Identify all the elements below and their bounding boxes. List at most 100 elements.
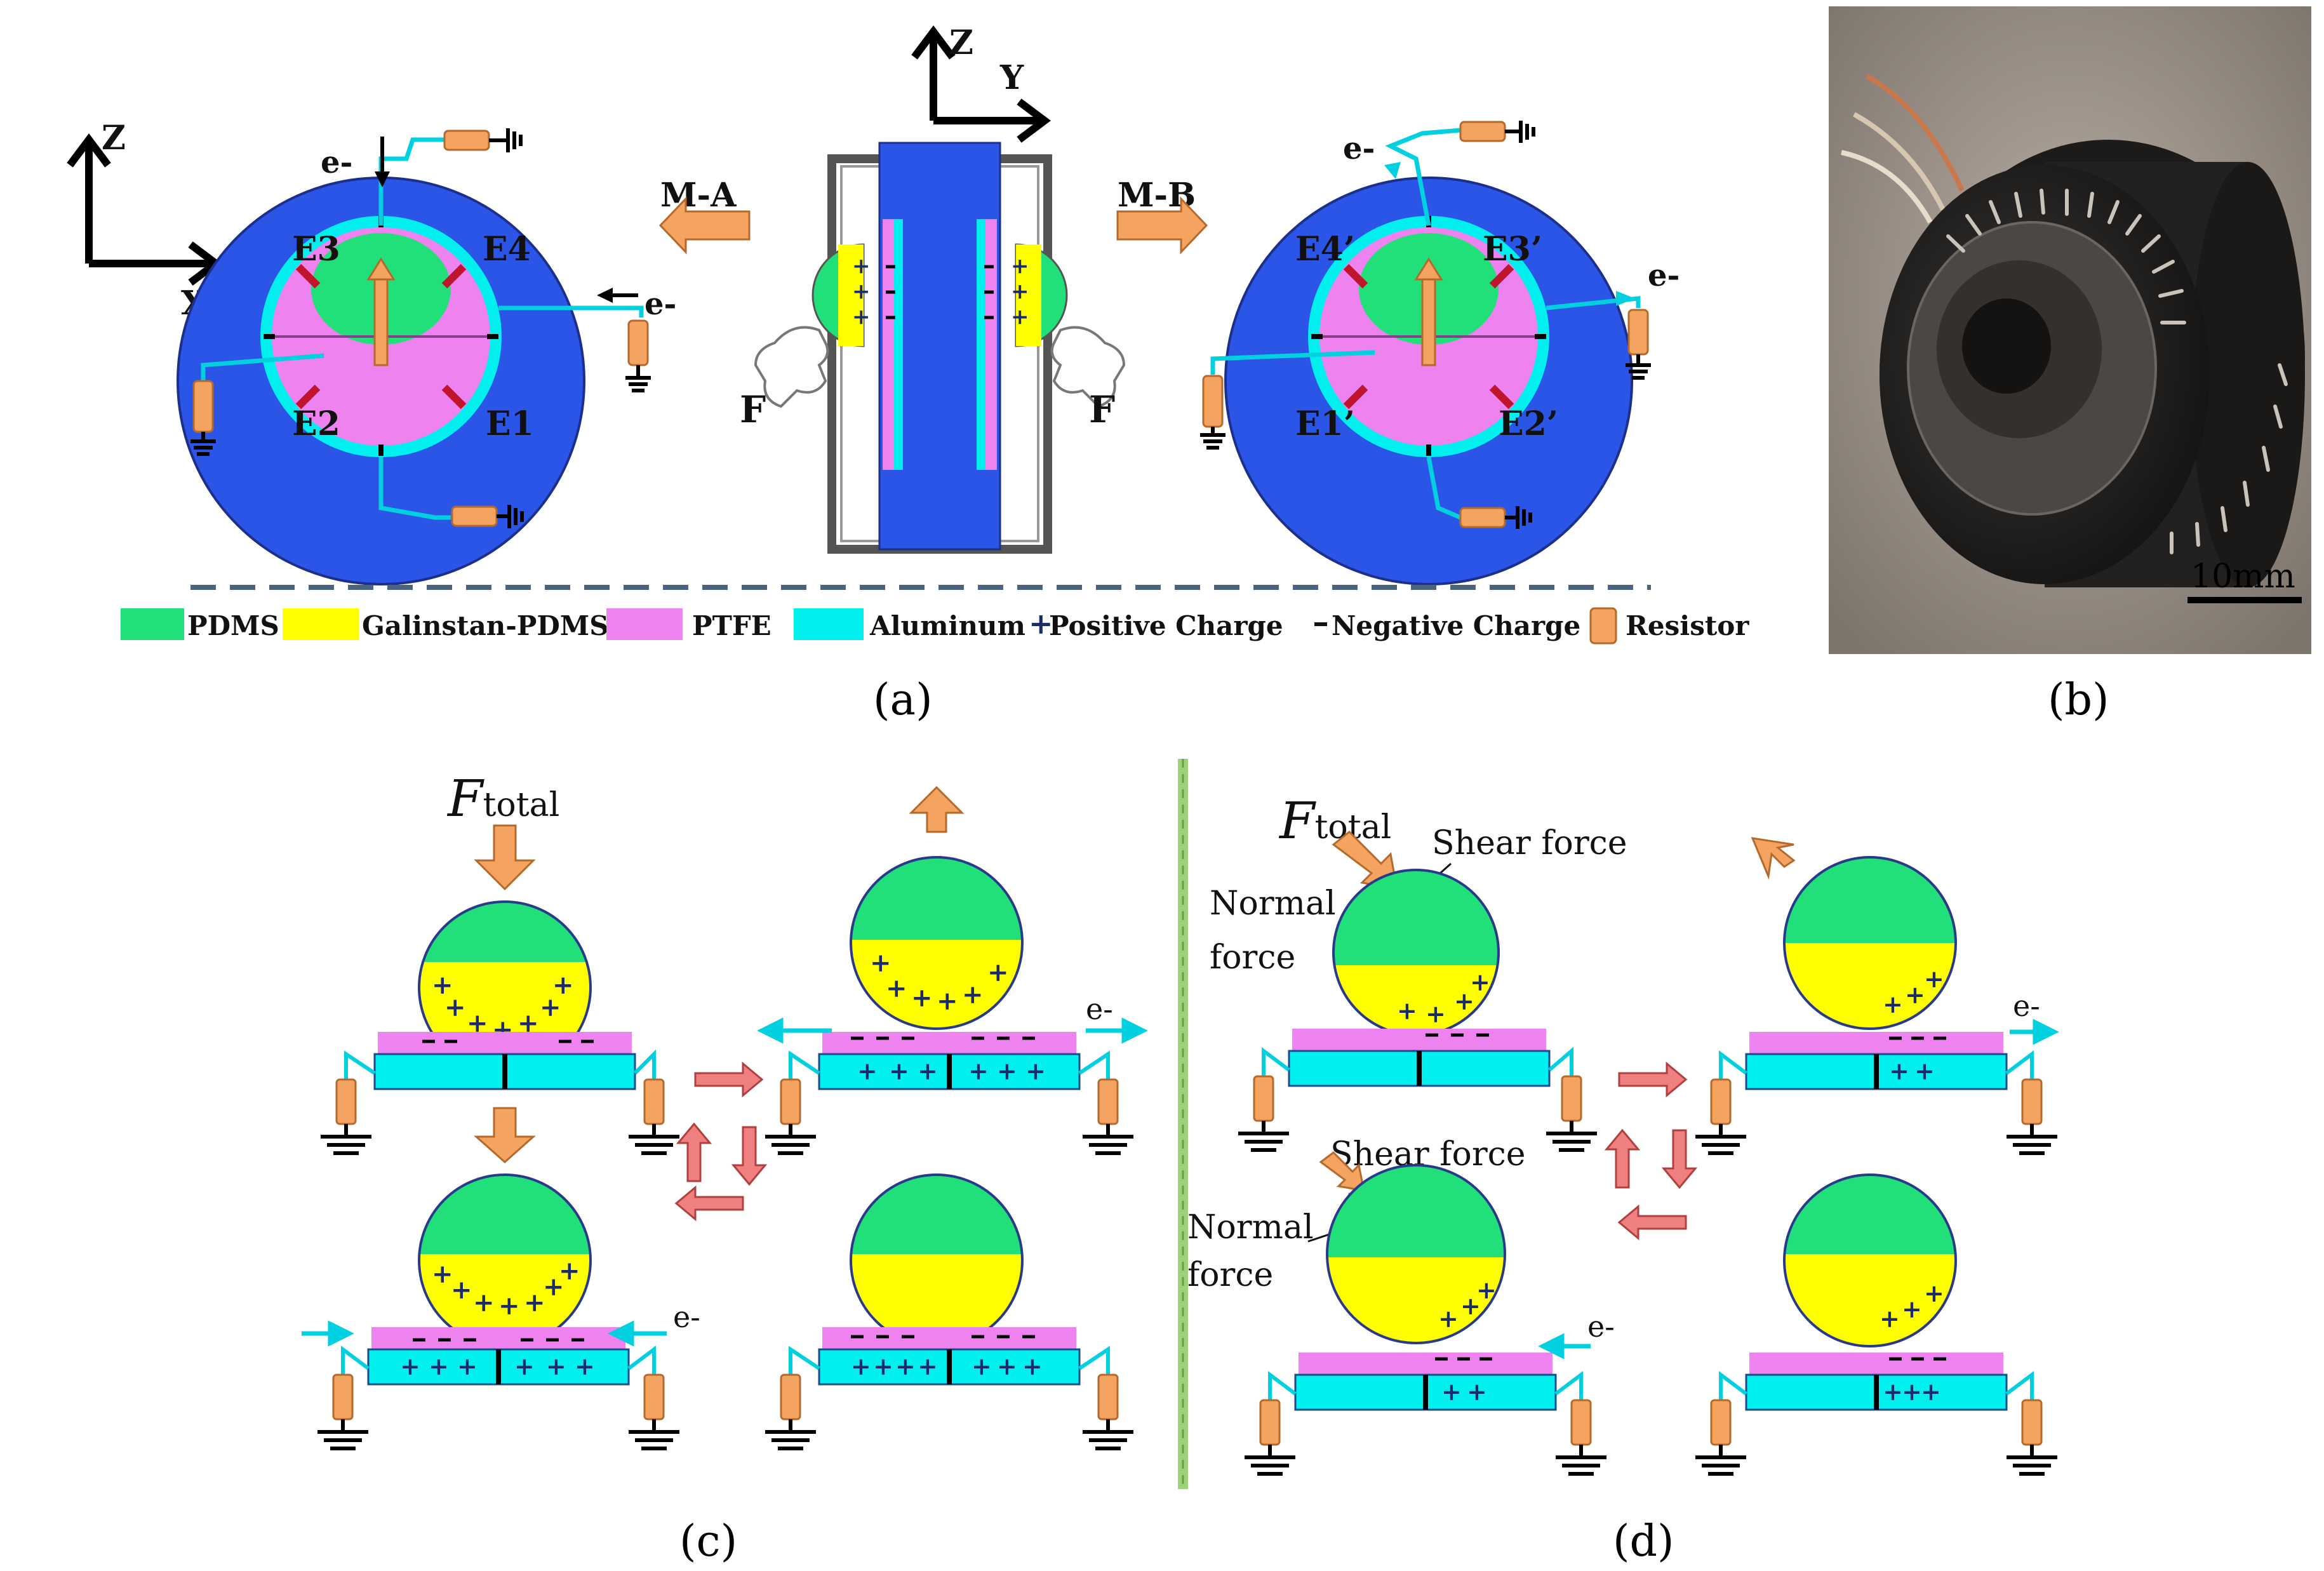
electron-label: e- (321, 145, 352, 180)
svg-text:+: + (1902, 1295, 1922, 1323)
disc-mode-b (1224, 177, 1633, 585)
force-total-label: Ftotal (446, 769, 559, 828)
normal-force-line2: force (1187, 1256, 1273, 1294)
svg-text:+: + (997, 1352, 1017, 1380)
pad-c3: ++++++ (367, 1327, 630, 1386)
svg-text:+: + (432, 970, 453, 1000)
pad-c2: ++++++ (818, 1032, 1081, 1090)
svg-text:+: + (851, 1352, 871, 1380)
svg-text:+: + (1011, 253, 1029, 279)
svg-text:+: + (524, 1288, 545, 1318)
normal-force-line2: force (1210, 939, 1295, 977)
svg-text:+: + (1924, 1279, 1944, 1307)
ground-mode-a (190, 128, 651, 528)
ball-d1: ++++ (1332, 869, 1500, 1036)
pad-d3: ++ (1294, 1353, 1557, 1411)
svg-text:+: + (1902, 1377, 1922, 1406)
force-arrow-diag-up (1751, 837, 1796, 880)
force-arrow-diag (1319, 1151, 1365, 1192)
legend-label-pdms: PDMS (187, 610, 279, 641)
pad-d4: +++ (1745, 1353, 2008, 1411)
wiring-mode-b (1210, 128, 1641, 520)
caption-d: (d) (1613, 1516, 1674, 1567)
resistor-mode-b (1202, 121, 1649, 528)
ground-mode-b (1200, 121, 1651, 529)
disc-mode-a (177, 177, 585, 585)
svg-text:+: + (911, 983, 933, 1013)
mode-a-arrow (658, 196, 751, 255)
resistor-mode-a (192, 130, 649, 527)
svg-text:+: + (1467, 1377, 1487, 1406)
legend-swatch-galinstan (283, 608, 359, 640)
svg-text:+: + (1924, 965, 1944, 993)
resistor-d (1253, 1075, 2043, 1446)
svg-text:+: + (918, 1057, 938, 1085)
force-symbol: F (1278, 791, 1316, 850)
cross-section: +++ +++ (754, 142, 1126, 554)
pad-d1 (1288, 1029, 1551, 1087)
svg-text:+: + (937, 986, 958, 1016)
legend-swatch-ptfe (606, 608, 683, 640)
svg-text:+: + (918, 1352, 938, 1380)
svg-text:+: + (870, 948, 892, 978)
electron-arrowhead (1616, 291, 1635, 306)
svg-text:+: + (543, 1272, 564, 1302)
electron-label: e- (2013, 989, 2040, 1023)
svg-text:+: + (1914, 1057, 1935, 1085)
force-arrow-up (909, 786, 965, 833)
force-arrow-diag (1332, 830, 1398, 890)
normal-force-line1: Normal (1187, 1208, 1314, 1247)
svg-text:+: + (1441, 1377, 1462, 1406)
legend: PDMS Galinstan-PDMS PTFE Aluminum + Posi… (121, 606, 1749, 645)
cycle-arrows-c (674, 1061, 768, 1222)
electrode-e3: E3 (292, 230, 340, 269)
caption-c: (c) (679, 1516, 737, 1567)
force-label-left: F (740, 388, 766, 431)
svg-text:+: + (1921, 1377, 1941, 1406)
pad-d2: ++ (1745, 1032, 2008, 1090)
electron-arrowhead (375, 171, 390, 187)
scale-bar-label: 10mm (2191, 558, 2295, 596)
axis-y-label: Y (999, 58, 1024, 97)
electron-label: e- (1343, 131, 1375, 166)
svg-text:+: + (852, 304, 871, 330)
legend-label-galinstan: Galinstan-PDMS (362, 610, 609, 641)
svg-text:+: + (1011, 304, 1029, 330)
svg-text:+: + (1905, 980, 1925, 1009)
ground-d (1238, 1121, 2057, 1476)
ball-c2: +++ +++ (850, 856, 1024, 1030)
svg-text:+: + (962, 980, 984, 1010)
legend-label-ptfe: PTFE (692, 610, 771, 641)
svg-text:+: + (968, 1057, 989, 1085)
legend-label-aluminum: Aluminum (869, 610, 1025, 641)
normal-force-label: Normal force (1210, 885, 1336, 977)
electrode-e2-prime: E2’ (1499, 404, 1558, 443)
electrode-e4: E4 (483, 230, 531, 269)
panel-a: Z X E3 E4 E2 E1 (67, 23, 1749, 725)
svg-text:+: + (1022, 1352, 1043, 1380)
panel-c: Ftotal +++ ++++ +++ +++ (302, 769, 1148, 1567)
svg-text:+: + (852, 279, 871, 304)
electron-label: e- (1587, 1309, 1615, 1344)
axes-xz (67, 133, 222, 286)
legend-label-positive: Positive Charge (1049, 610, 1283, 641)
resistor-icon (1589, 607, 1617, 645)
caption-a: (a) (873, 675, 933, 725)
svg-text:+: + (852, 253, 871, 279)
svg-text:+: + (895, 1352, 916, 1380)
svg-text:+: + (546, 1352, 566, 1380)
svg-text:+: + (429, 1352, 449, 1380)
svg-text:+: + (1397, 996, 1417, 1025)
svg-text:+: + (987, 958, 1009, 987)
svg-text:+: + (552, 970, 574, 1000)
wiring-d (1262, 1046, 2034, 1400)
force-arrow-down (474, 1107, 536, 1164)
electrode-e3-prime: E3’ (1483, 230, 1542, 269)
svg-text:+: + (457, 1352, 477, 1380)
electrode-e1: E1 (486, 404, 534, 443)
panel-divider (1178, 759, 1188, 1489)
electron-label: e- (1086, 992, 1113, 1026)
normal-force-line1: Normal (1210, 885, 1336, 923)
